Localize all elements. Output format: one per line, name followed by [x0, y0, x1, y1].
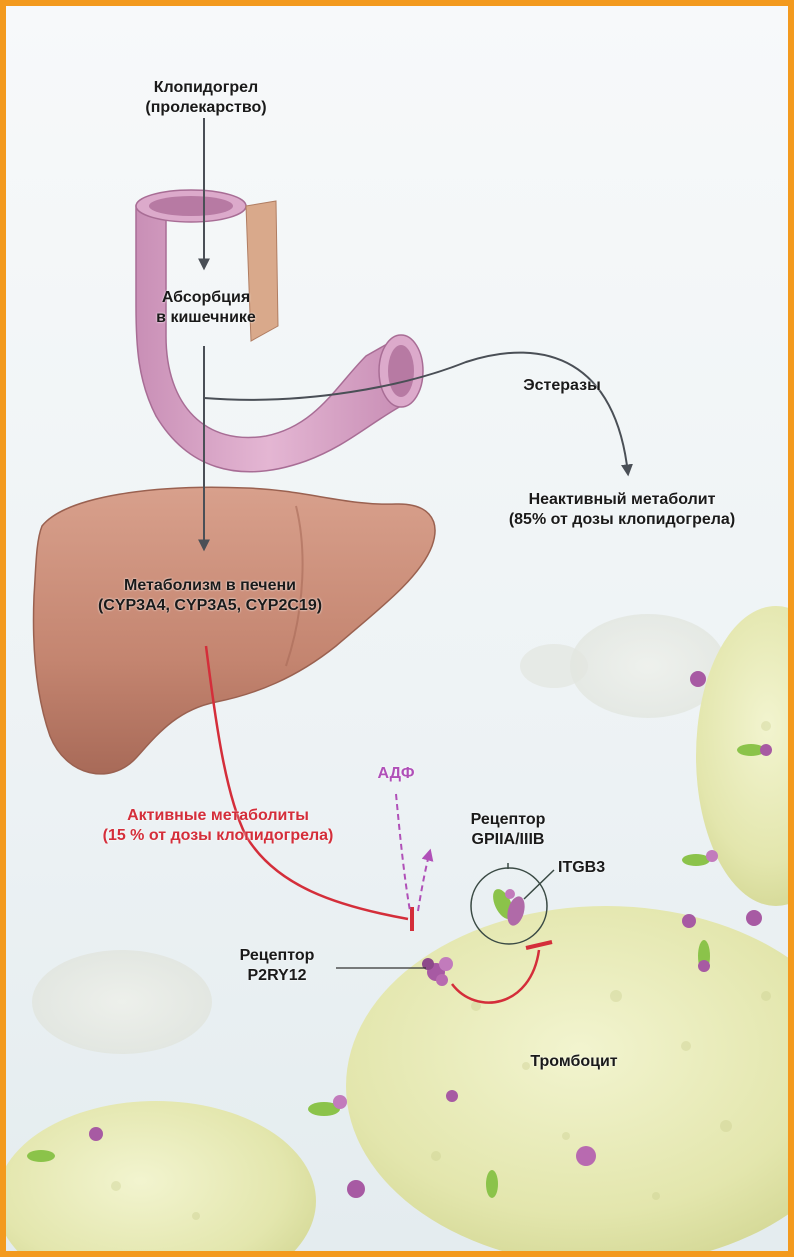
- p2ry12-subtitle: P2RY12: [222, 966, 332, 986]
- faded-platelet: [520, 644, 588, 688]
- absorption-label: Абсорбция в кишечнике: [118, 288, 294, 328]
- inactive-metabolite-label: Неактивный метаболит (85% от дозы клопид…: [462, 490, 782, 530]
- liver-metabolism-title: Метаболизм в печени: [40, 576, 380, 596]
- itgb3-label: ITGB3: [558, 858, 605, 878]
- liver-metabolism-label: Метаболизм в печени (CYP3A4, CYP3A5, CYP…: [40, 576, 380, 616]
- gp-receptor-label: Рецептор GPIIA/IIIB: [452, 810, 564, 850]
- absorption-subtitle: в кишечнике: [118, 308, 294, 328]
- absorption-title: Абсорбция: [118, 288, 294, 308]
- active-subtitle: (15 % от дозы клопидогрела): [58, 826, 378, 846]
- esterases-label: Эстеразы: [512, 376, 612, 396]
- gp-receptor-subtitle: GPIIA/IIIB: [452, 830, 564, 850]
- clopidogrel-label: Клопидогрел (пролекарство): [118, 78, 294, 118]
- active-title: Активные метаболиты: [58, 806, 378, 826]
- adp-label: АДФ: [366, 764, 426, 784]
- p2ry12-receptor-label: Рецептор P2RY12: [222, 946, 332, 986]
- gp-receptor-title: Рецептор: [452, 810, 564, 830]
- clopidogrel-pathway-illustration: [6, 6, 788, 1251]
- faded-platelet: [32, 950, 212, 1054]
- clopidogrel-subtitle: (пролекарство): [118, 98, 294, 118]
- liver-metabolism-subtitle: (CYP3A4, CYP3A5, CYP2C19): [40, 596, 380, 616]
- p2ry12-title: Рецептор: [222, 946, 332, 966]
- inactive-subtitle: (85% от дозы клопидогрела): [462, 510, 782, 530]
- platelet-label: Тромбоцит: [514, 1052, 634, 1072]
- inactive-title: Неактивный метаболит: [462, 490, 782, 510]
- active-metabolites-label: Активные метаболиты (15 % от дозы клопид…: [58, 806, 378, 846]
- clopidogrel-title: Клопидогрел: [118, 78, 294, 98]
